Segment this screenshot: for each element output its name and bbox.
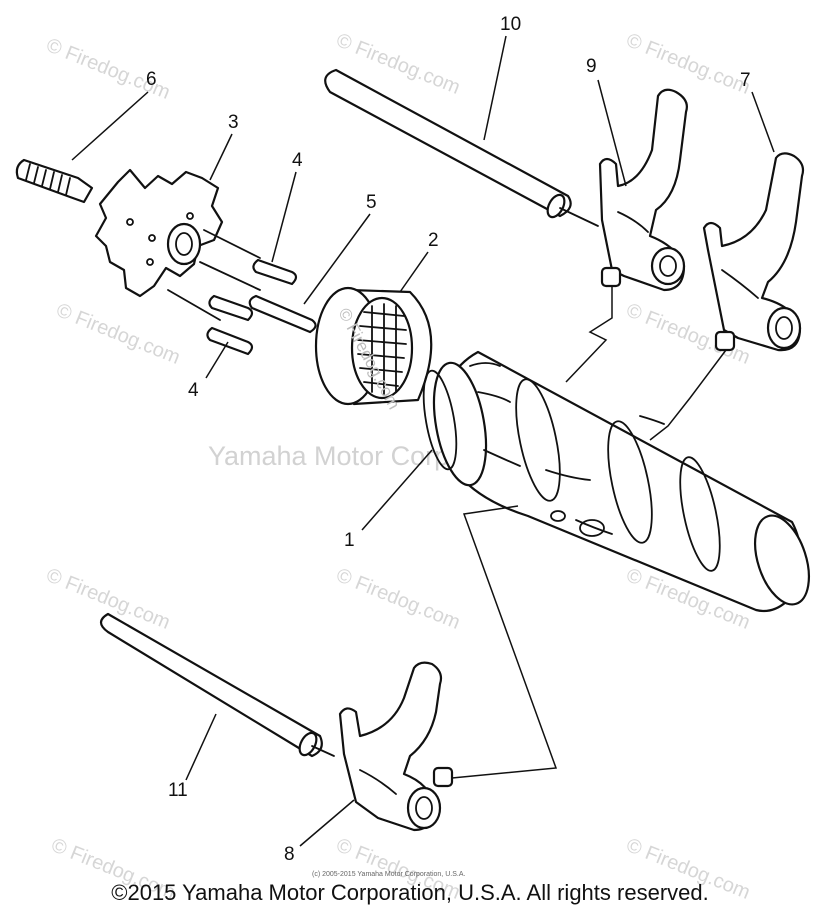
callout-10: 10 xyxy=(500,14,521,35)
callout-1: 1 xyxy=(344,530,355,551)
callout-4-upper: 4 xyxy=(292,150,303,171)
part-2-bearing xyxy=(314,286,433,406)
callout-7: 7 xyxy=(740,70,751,91)
callout-9: 9 xyxy=(586,56,597,77)
part-8-shift-fork xyxy=(338,661,454,832)
callout-2: 2 xyxy=(428,230,439,251)
watermark: © Firedog.com xyxy=(623,29,753,99)
watermark: © Firedog.com xyxy=(53,299,183,369)
callout-labels: 6 3 4 5 2 4 10 9 7 1 11 8 xyxy=(146,14,751,865)
part-10-shift-fork-shaft-upper xyxy=(324,68,599,227)
watermark: © Firedog.com xyxy=(333,564,463,634)
part-1-shift-drum xyxy=(422,350,810,613)
callout-3: 3 xyxy=(228,112,239,133)
callout-6: 6 xyxy=(146,69,157,90)
part-6-screw xyxy=(15,158,94,204)
part-4-pin xyxy=(208,294,254,322)
part-4-pin xyxy=(206,326,254,356)
callout-8: 8 xyxy=(284,844,295,865)
part-5-dowel-pin xyxy=(248,294,317,334)
leader-lines xyxy=(71,35,775,847)
callout-11: 11 xyxy=(168,780,188,801)
callout-4-lower: 4 xyxy=(188,380,199,401)
footer-copyright: ©2015 Yamaha Motor Corporation, U.S.A. A… xyxy=(111,880,709,905)
callout-5: 5 xyxy=(366,192,377,213)
fine-print-copyright: (c) 2005-2015 Yamaha Motor Corporation, … xyxy=(312,871,465,878)
part-9-shift-fork xyxy=(598,88,688,292)
part-4-pin xyxy=(252,258,298,286)
part-11-shift-fork-shaft-lower xyxy=(99,612,335,758)
part-3-shift-drum-segment xyxy=(94,168,261,321)
part-7-shift-fork xyxy=(702,152,805,352)
